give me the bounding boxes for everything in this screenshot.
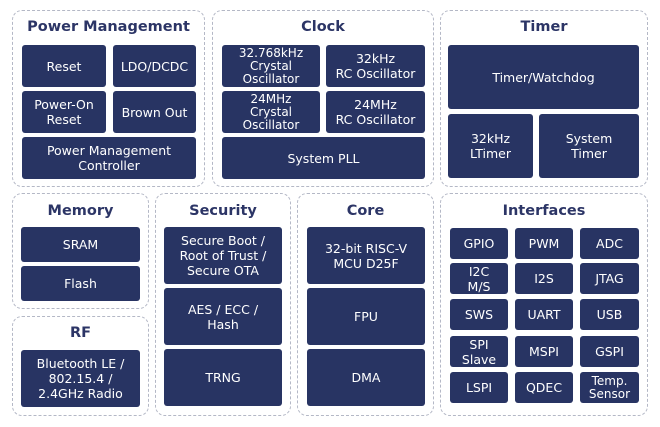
clock-group: Clock 32.768kHz Crystal Oscillator 32kHz… <box>212 10 434 187</box>
timer-group: Timer Timer/Watchdog 32kHz LTimer System… <box>440 10 648 187</box>
uart-block: UART <box>515 299 573 330</box>
rf-title: RF <box>69 325 92 341</box>
power-management-group: Power Management Reset LDO/DCDC Power-On… <box>12 10 205 187</box>
trng-block: TRNG <box>164 349 282 406</box>
gpio-block: GPIO <box>450 228 508 259</box>
clock-title: Clock <box>301 19 345 35</box>
system-pll-block: System PLL <box>222 137 425 179</box>
usb-block: USB <box>580 299 639 330</box>
power-on-reset-block: Power-On Reset <box>22 91 106 133</box>
spi-slave-block: SPI Slave <box>450 336 508 367</box>
rf-group: RF Bluetooth LE / 802.15.4 / 2.4GHz Radi… <box>12 316 149 416</box>
i2s-block: I2S <box>515 263 573 294</box>
power-management-title: Power Management <box>27 19 190 35</box>
interfaces-title: Interfaces <box>502 203 586 219</box>
ldo-dcdc-block: LDO/DCDC <box>113 45 196 87</box>
gspi-block: GSPI <box>580 336 639 367</box>
interfaces-group: Interfaces GPIO PWM ADC I2C M/S I2S JTAG… <box>440 193 648 416</box>
brown-out-block: Brown Out <box>113 91 196 133</box>
lspi-block: LSPI <box>450 372 508 403</box>
security-title: Security <box>189 203 257 219</box>
radio-block: Bluetooth LE / 802.15.4 / 2.4GHz Radio <box>21 350 140 407</box>
sws-block: SWS <box>450 299 508 330</box>
security-group: Security Secure Boot / Root of Trust / S… <box>155 193 291 416</box>
power-management-controller-block: Power Management Controller <box>22 137 196 179</box>
i2c-block: I2C M/S <box>450 263 508 294</box>
rc-32k-block: 32kHz RC Oscillator <box>326 45 425 87</box>
memory-group: Memory SRAM Flash <box>12 193 149 309</box>
crystal-24m-block: 24MHz Crystal Oscillator <box>222 91 320 133</box>
temp-sensor-block: Temp. Sensor <box>580 372 639 403</box>
core-group: Core 32-bit RISC-V MCU D25F FPU DMA <box>297 193 434 416</box>
core-title: Core <box>346 203 385 219</box>
crystal-32k-block: 32.768kHz Crystal Oscillator <box>222 45 320 87</box>
pwm-block: PWM <box>515 228 573 259</box>
sram-block: SRAM <box>21 227 140 262</box>
flash-block: Flash <box>21 266 140 301</box>
dma-block: DMA <box>307 349 425 406</box>
timer-title: Timer <box>520 19 568 35</box>
memory-title: Memory <box>47 203 114 219</box>
rc-24m-block: 24MHz RC Oscillator <box>326 91 425 133</box>
adc-block: ADC <box>580 228 639 259</box>
ltimer-block: 32kHz LTimer <box>448 114 533 178</box>
aes-ecc-hash-block: AES / ECC / Hash <box>164 288 282 345</box>
secure-boot-block: Secure Boot / Root of Trust / Secure OTA <box>164 227 282 284</box>
jtag-block: JTAG <box>580 263 639 294</box>
reset-block: Reset <box>22 45 106 87</box>
system-timer-block: System Timer <box>539 114 639 178</box>
riscv-mcu-block: 32-bit RISC-V MCU D25F <box>307 227 425 284</box>
timer-watchdog-block: Timer/Watchdog <box>448 45 639 109</box>
mspi-block: MSPI <box>515 336 573 367</box>
qdec-block: QDEC <box>515 372 573 403</box>
fpu-block: FPU <box>307 288 425 345</box>
